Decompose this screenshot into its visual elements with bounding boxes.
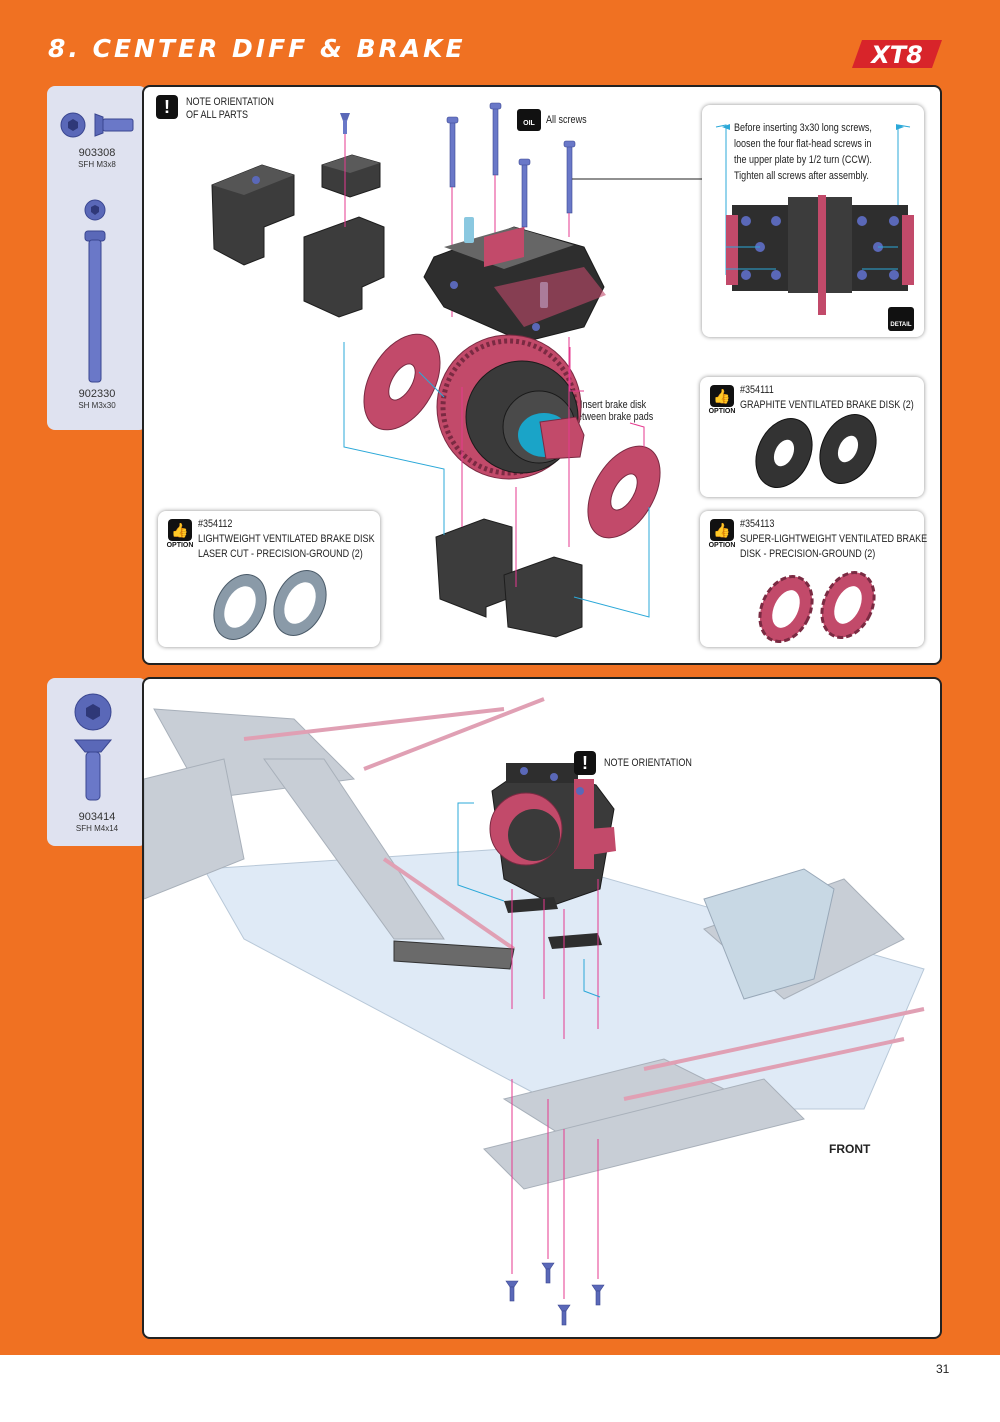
- option-desc-line2: DISK - PRECISION-GROUND (2): [740, 548, 876, 560]
- part-903414: 903414 SFH M4x14: [49, 812, 145, 834]
- part-code: 903308: [78, 147, 116, 159]
- part-code: 902330: [78, 388, 116, 400]
- note-orientation-label: NOTE ORIENTATION: [604, 757, 692, 769]
- detail-text-line2: loosen the four flat-head screws in: [734, 138, 872, 150]
- step1-parts-graphics: [60, 112, 134, 383]
- option-box-354113: 👍OPTION #354113 SUPER-LIGHTWEIGHT VENTIL…: [700, 511, 928, 647]
- part-code: 903414: [78, 811, 116, 823]
- xt8-logo: XT8: [848, 36, 946, 72]
- bottom-screws: [505, 1262, 605, 1326]
- option-number: #354112: [198, 518, 233, 530]
- detail-text-line4: Tighten all screws after assembly.: [734, 170, 869, 182]
- lower-mount-left: [435, 518, 513, 618]
- option-box-354112: 👍OPTION #354112 LIGHTWEIGHT VENTILATED B…: [158, 511, 380, 647]
- option-number: #354111: [740, 384, 774, 396]
- all-screws-label: All screws: [546, 114, 587, 126]
- note-orientation-line2: OF ALL PARTS: [186, 109, 248, 121]
- detail-text-line3: the upper plate by 1/2 turn (CCW).: [734, 154, 872, 166]
- part-903308: 903308 SFH M3x8: [49, 148, 145, 170]
- step2-parts-graphics: [73, 693, 113, 801]
- step2-panel: ! NOTE ORIENTATION FRONT: [142, 677, 942, 1339]
- diff-outdrive: [539, 416, 585, 460]
- page-number: 31: [936, 1362, 950, 1376]
- note-icon: !: [156, 95, 178, 119]
- xt8-logo-graphic: XT8: [852, 40, 942, 69]
- option-box-354111: 👍OPTION #354111 GRAPHITE VENTILATED BRAK…: [700, 377, 924, 497]
- insert-brake-disk-line2: between brake pads: [572, 411, 654, 423]
- oil-icon: OIL: [517, 109, 541, 131]
- lightweight-disk-illustration: [213, 570, 327, 640]
- diff-mount-lower: [303, 216, 385, 318]
- detail-icon: DETAIL: [888, 307, 914, 331]
- diff-assembly-illustration: [211, 102, 702, 638]
- part-desc: SFH M4x14: [75, 824, 119, 833]
- option-number: #354113: [740, 518, 775, 530]
- insert-brake-disk-line1: Insert brake disk: [580, 399, 647, 411]
- detail-illustration: [715, 124, 914, 315]
- option-desc-line2: LASER CUT - PRECISION-GROUND (2): [198, 548, 363, 560]
- option-icon: 👍OPTION: [166, 519, 194, 553]
- part-902330: 902330 SH M3x30: [49, 389, 145, 411]
- graphite-disk-illustration: [755, 414, 877, 488]
- thumbs-up-icon: 👍: [168, 519, 192, 541]
- super-lightweight-disk-illustration: [758, 571, 876, 643]
- xt8-logo-text: XT8: [869, 41, 923, 69]
- lower-mount-right: [503, 556, 583, 638]
- thumbs-up-icon: 👍: [710, 385, 734, 407]
- front-label: FRONT: [829, 1142, 871, 1156]
- option-icon: 👍OPTION: [708, 385, 736, 419]
- long-screws: [446, 102, 576, 228]
- note-icon: !: [574, 751, 596, 775]
- thumbs-up-icon: 👍: [710, 519, 734, 541]
- option-desc-line1: LIGHTWEIGHT VENTILATED BRAKE DISK: [198, 533, 375, 545]
- part-desc: SFH M3x8: [78, 160, 116, 169]
- chassis-illustration: [144, 697, 925, 1326]
- flat-head-screw-icon: [94, 113, 104, 137]
- note-orientation-line1: NOTE ORIENTATION: [186, 96, 274, 108]
- part-desc: SH M3x30: [78, 401, 116, 410]
- detail-text-line1: Before inserting 3x30 long screws,: [734, 122, 872, 134]
- step1-panel: ! NOTE ORIENTATION OF ALL PARTS OIL All …: [142, 85, 942, 665]
- flat-head-screw-icon: [73, 739, 113, 753]
- option-icon: 👍OPTION: [708, 519, 736, 553]
- detail-box: Before inserting 3x30 long screws, loose…: [702, 105, 924, 337]
- option-desc-line1: GRAPHITE VENTILATED BRAKE DISK (2): [740, 399, 914, 411]
- page-title: 8. CENTER DIFF & BRAKE: [48, 34, 466, 63]
- option-desc-line1: SUPER-LIGHTWEIGHT VENTILATED BRAKE: [740, 533, 928, 545]
